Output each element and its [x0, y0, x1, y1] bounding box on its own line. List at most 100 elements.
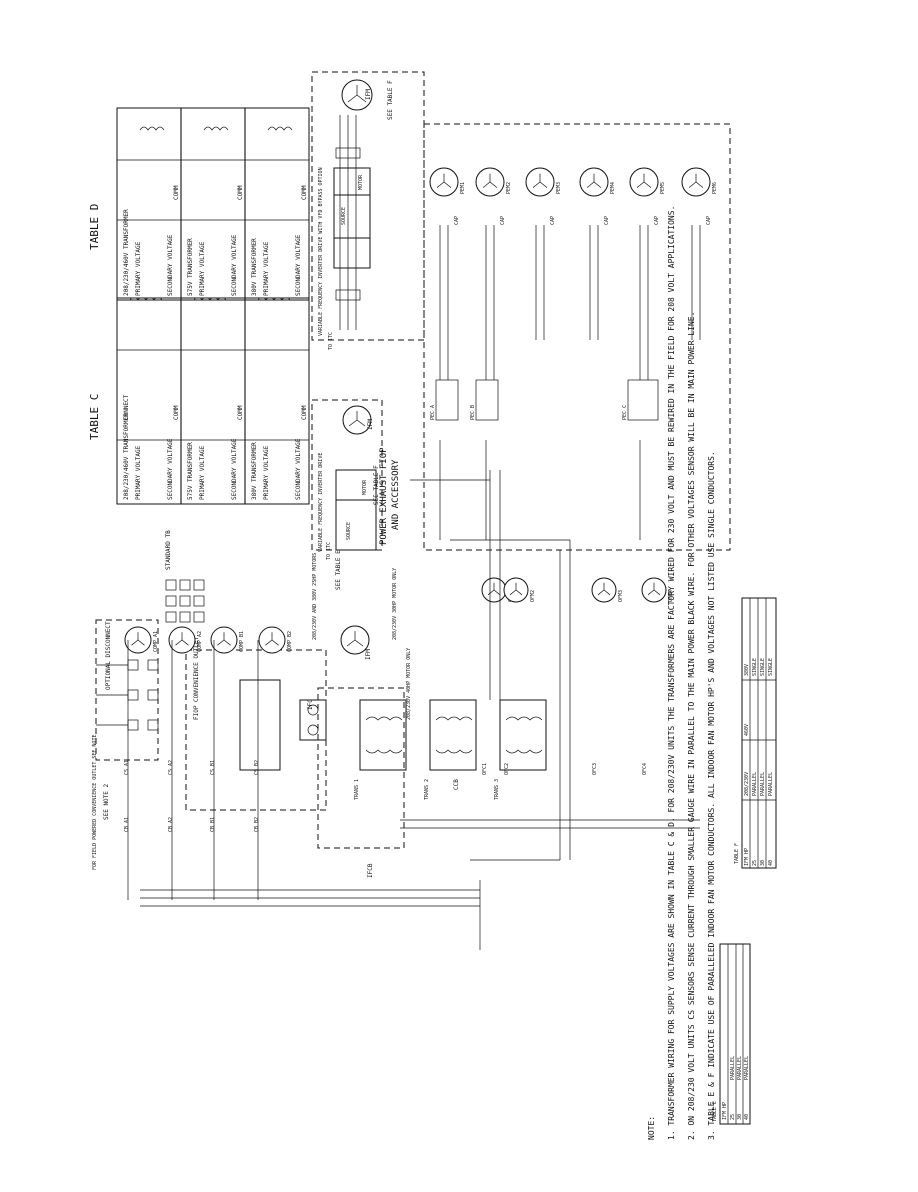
pec-c-label: PEC C: [622, 405, 628, 420]
vfd-motor-label: MOTOR: [358, 174, 364, 190]
pem-3-cap: CAP: [550, 216, 556, 225]
td-secondary-voltage-1: SECONDARY VOLTAGE: [167, 234, 174, 296]
and-accessory-title: AND ACCESSORY: [391, 459, 401, 530]
power-exhaust-title: POWER EXHAUST FIOP: [379, 447, 389, 545]
ifm-label-mid: IFM: [367, 419, 374, 430]
pem-motors: PEM1CAPPEM2CAPPEM3CAPPEM4CAPPEM5CAPPEM6C…: [429, 167, 718, 225]
ofm-4-label: OFM4: [668, 590, 674, 602]
td-575-header: 575V TRANSFORMER: [187, 238, 194, 296]
see-table-f-mid: SEE TABLE F: [373, 465, 380, 505]
table-e-row-40: 40: [744, 1114, 750, 1120]
pem-6-label: PEM6: [712, 182, 718, 194]
convenience-outlet: FIOP CONVENIENCE OUTLET FOR FIELD POWERE…: [92, 637, 327, 870]
vfd2-title: VARIABLE FREQUENCY INVERTER DRIVE: [318, 453, 324, 552]
tc-comm-1: COMM: [173, 405, 180, 420]
table-e-row-25: 25: [730, 1114, 736, 1120]
ifm-label-top: IFM: [365, 89, 372, 100]
transformers: TRANS 1 TRANS 2 TRANS 3: [354, 699, 547, 800]
cb-b1-label: CB B1: [210, 817, 216, 832]
pem-4-label: PEM4: [610, 182, 616, 194]
pem-1-winding: [436, 173, 452, 188]
table-f-single-1: SINGLE: [752, 658, 758, 676]
ofm-3-label: OFM3: [618, 590, 624, 602]
pem-wiring: [439, 225, 701, 560]
tc-secondary-voltage-3: SECONDARY VOLTAGE: [295, 438, 302, 500]
comp-1-winding: [131, 632, 145, 646]
pem-5-winding: [636, 173, 652, 188]
pem-4-cap: CAP: [604, 216, 610, 225]
vfd2-motor-label: MOTOR: [362, 479, 368, 495]
standard-tb-label: STANDARD TB: [165, 530, 172, 570]
pem-5-cap: CAP: [654, 216, 660, 225]
vfd-block: SOURCE MOTOR VARIABLE FREQUENCY INVERTER…: [311, 399, 383, 590]
comp-3-winding: [217, 632, 231, 646]
fiop-convenience-label: FIOP CONVENIENCE OUTLET: [193, 637, 200, 720]
pem-1-label: PEM1: [460, 182, 466, 194]
cb-b2-label: CB B2: [254, 817, 260, 832]
table-f-title: TABLE F: [734, 843, 740, 864]
table-e-parallel-2: PARALLEL: [737, 1056, 743, 1080]
comp-2-winding: [175, 632, 189, 646]
ifcb-label: IFCB: [367, 863, 374, 878]
table-f: TABLE F IFM HP 208/230V 460V 380V 25 30 …: [734, 597, 777, 869]
table-e-parallel-3: PARALLEL: [744, 1056, 750, 1080]
see-note-2-label: SEE NOTE 2: [103, 783, 110, 820]
td-secondary-voltage-3: SECONDARY VOLTAGE: [295, 234, 302, 296]
table-f-row-30: 30: [760, 860, 766, 866]
tc-primary-voltage-2: PRIMARY VOLTAGE: [199, 445, 206, 500]
td-primary-voltage-1: PRIMARY VOLTAGE: [135, 241, 142, 296]
comp-4-winding: [265, 632, 279, 646]
table-c-title: TABLE C: [88, 394, 101, 440]
td-comm-3: COMM: [301, 185, 308, 200]
table-f-single-2: SINGLE: [760, 658, 766, 676]
tc-connect-1: CONNECT: [123, 394, 130, 420]
table-f-hp: IFM HP: [744, 848, 750, 866]
td-208-header: 208/230/460V TRANSFORMER: [123, 209, 130, 296]
trans-3-label: TRANS 3: [494, 779, 500, 800]
tc-primary-voltage-3: PRIMARY VOLTAGE: [263, 445, 270, 500]
table-d-drawn: TABLE D 208/230/460V TRANSFORMER PRIMARY…: [88, 107, 310, 299]
pem-6-cap: CAP: [706, 216, 712, 225]
tc-comm-3: COMM: [301, 405, 308, 420]
ifc-area: IFC IFCB CCB IFM 208/230V AND 380V 25HP …: [307, 553, 460, 878]
pec-a-label: PEC A: [430, 405, 436, 420]
pem-5-label: PEM5: [660, 182, 666, 194]
pem-1-cap: CAP: [454, 216, 460, 225]
pem-3-label: PEM3: [556, 182, 562, 194]
table-f-208: 208/230V: [744, 772, 750, 796]
table-f-single-3: SINGLE: [768, 658, 774, 676]
td-secondary-voltage-2: SECONDARY VOLTAGE: [231, 234, 238, 296]
td-primary-voltage-2: PRIMARY VOLTAGE: [199, 241, 206, 296]
notes: NOTE: 1. TRANSFORMER WIRING FOR SUPPLY V…: [647, 206, 716, 1140]
tc-secondary-voltage-1: SECONDARY VOLTAGE: [167, 438, 174, 500]
hp-note-30: 208/230V 30HP MOTOR ONLY: [392, 568, 398, 640]
ofm-4-winding: [647, 582, 661, 596]
ofc-3-label: OFC3: [592, 763, 598, 775]
tc-secondary-voltage-2: SECONDARY VOLTAGE: [231, 438, 238, 500]
note-3: 3. TABLE E & F INDICATE USE OF PARALLELE…: [707, 451, 716, 1140]
hp-note-208: 208/230V AND 380V 25HP MOTORS: [312, 553, 318, 640]
vfd-to-itc: TO ITC: [328, 332, 334, 350]
table-e: TABLE E IFM HP 25 30 40 PARALLEL PARALLE…: [712, 943, 751, 1125]
ifm-label-low: IFM: [365, 649, 372, 660]
pem-3-winding: [532, 173, 548, 188]
td-380-header: 380V TRANSFORMER: [251, 238, 258, 296]
comp-4-label: COMP B2: [287, 631, 293, 652]
see-table-f-top: SEE TABLE F: [387, 80, 394, 120]
tc-380-header: 380V TRANSFORMER: [251, 442, 258, 500]
table-e-parallel-1: PARALLEL: [730, 1056, 736, 1080]
ccb-label: CCB: [453, 779, 460, 790]
note-header: NOTE:: [647, 1116, 656, 1140]
field-powered-label: FOR FIELD POWERED CONVENIENCE OUTLET SEE…: [92, 735, 98, 870]
cs-a2-label: CS A2: [168, 760, 174, 775]
note-1: 1. TRANSFORMER WIRING FOR SUPPLY VOLTAGE…: [667, 206, 676, 1140]
table-f-380: 380V: [744, 664, 750, 676]
comp-1-label: COMP A1: [153, 631, 159, 652]
table-d-title: TABLE D: [88, 204, 101, 250]
tc-575-header: 575V TRANSFORMER: [187, 442, 194, 500]
cb-a2-label: CB A2: [168, 817, 174, 832]
tc-primary-voltage-1: PRIMARY VOLTAGE: [135, 445, 142, 500]
td-primary-voltage-3: PRIMARY VOLTAGE: [263, 241, 270, 296]
hp-note-40: 208/230V 40HP MOTOR ONLY: [406, 648, 412, 720]
